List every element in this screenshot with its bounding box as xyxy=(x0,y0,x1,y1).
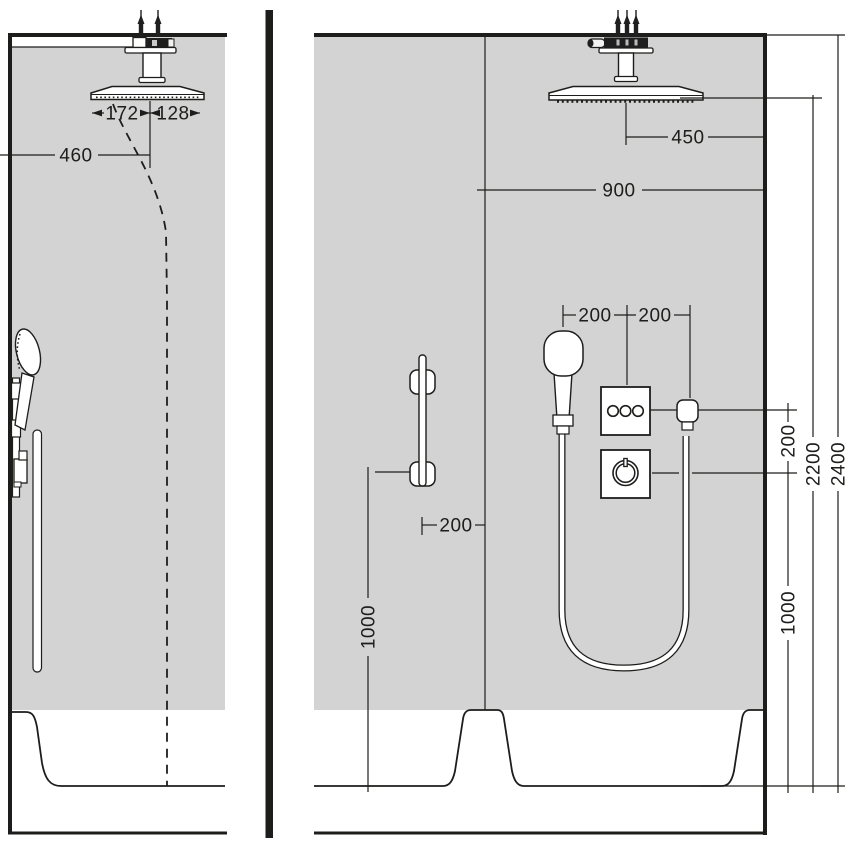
outlet-escutcheon xyxy=(676,399,699,423)
dim-label-460: 460 xyxy=(59,146,92,167)
supply-pin xyxy=(154,10,162,37)
panel-divider-bar xyxy=(265,10,273,838)
holder-foot-side xyxy=(13,481,22,488)
dim-label-128: 128 xyxy=(156,104,189,125)
supply-pin xyxy=(614,10,622,37)
dim-label-1000-bar: 1000 xyxy=(359,605,380,649)
hand-shower-front xyxy=(543,330,584,435)
overhead-shower-front xyxy=(548,37,704,103)
thermostat-dial-notch xyxy=(623,457,628,468)
dim-label-200-a: 200 xyxy=(578,306,611,327)
arm-flange-front xyxy=(613,75,639,83)
dim-900: 900 xyxy=(477,181,765,202)
holder-tab-side xyxy=(18,450,28,461)
showerhead-side xyxy=(90,85,205,101)
manifold-slit xyxy=(625,39,629,46)
handshower-holder-front xyxy=(552,414,574,427)
handshower-handle-side xyxy=(14,372,35,431)
select-button-2 xyxy=(619,404,632,418)
dim-1000-right: 1000 xyxy=(779,591,800,793)
dim-arrow-center-right xyxy=(150,109,160,117)
dim-1000-bar: 1000 xyxy=(359,467,410,792)
arm-flange-side xyxy=(138,76,166,84)
wall-bar-front xyxy=(409,354,436,487)
showerhead-front xyxy=(548,85,704,101)
dim-200-right: 200 xyxy=(779,403,800,586)
dim-arrow-left xyxy=(92,109,102,117)
supply-pin xyxy=(623,10,631,37)
ceiling-plenum xyxy=(12,37,133,47)
spray-path-dashed-line xyxy=(112,103,168,786)
handshower-holder-side xyxy=(13,458,28,484)
manifold-slit xyxy=(616,39,620,46)
select-button-3 xyxy=(631,404,645,418)
dim-head-diameter: 172 128 xyxy=(92,101,200,168)
supply-pin xyxy=(632,10,640,37)
ceiling-escutcheon-side xyxy=(124,46,177,54)
dim-label-172: 172 xyxy=(105,104,138,125)
hand-shower-side xyxy=(10,328,43,673)
shower-tray-front xyxy=(314,709,765,787)
supply-connector-pins-side xyxy=(137,10,162,37)
dim-200-bar: 200 xyxy=(421,516,485,537)
dim-arrow-right xyxy=(190,109,200,117)
supply-pin xyxy=(137,10,145,37)
hose-nut xyxy=(556,425,570,435)
bar-pole xyxy=(418,354,427,487)
supply-connector-pins-front xyxy=(614,10,640,37)
manifold-slit xyxy=(634,39,638,46)
dim-label-1000-right: 1000 xyxy=(779,591,800,635)
dim-450: 450 xyxy=(625,103,765,149)
shower-hose-front xyxy=(558,432,690,672)
connector-end xyxy=(167,38,175,48)
connector-detail xyxy=(152,40,157,46)
outlet-nut xyxy=(681,421,694,431)
shower-tray-side xyxy=(12,711,225,787)
side-wall-surface xyxy=(12,37,225,710)
handshower-handle-front xyxy=(553,372,573,420)
dim-label-200-b: 200 xyxy=(638,306,671,327)
shower-arm-column-front xyxy=(617,52,635,79)
side-view-panel: 172 128 460 xyxy=(0,10,227,835)
dim-label-900: 900 xyxy=(602,181,635,202)
ceiling-elbow-connector xyxy=(146,38,172,48)
select-valve xyxy=(600,386,651,436)
dim-arrow-center-left xyxy=(140,109,150,117)
dim-label-200-bar: 200 xyxy=(439,516,472,537)
hose-outlet xyxy=(676,399,699,431)
ceiling-elbow-housing xyxy=(132,36,147,49)
manifold-cap-end xyxy=(587,39,594,48)
dim-label-2400: 2400 xyxy=(829,442,850,486)
dim-label-2200: 2200 xyxy=(804,442,825,486)
handshower-head-front xyxy=(543,330,584,377)
dim-2400: 2400 xyxy=(829,35,850,793)
overhead-shower-side xyxy=(90,36,205,101)
dim-label-450: 450 xyxy=(671,128,704,149)
select-button-1 xyxy=(606,404,620,418)
dim-2200: 2200 xyxy=(680,95,825,793)
level-leader-lines xyxy=(650,409,797,474)
shower-hose-side xyxy=(32,429,43,673)
thermostat-valve xyxy=(600,449,651,499)
handshower-sprayface-side xyxy=(16,333,21,372)
dim-200-200-controls: 200 200 xyxy=(562,305,691,398)
dim-460: 460 xyxy=(0,146,150,167)
dim-label-200-right: 200 xyxy=(779,424,800,457)
front-view-panel: 450 900 200 200 xyxy=(314,10,850,835)
ceiling-escutcheon-front xyxy=(598,47,654,54)
shower-arm-column-side xyxy=(142,52,162,80)
